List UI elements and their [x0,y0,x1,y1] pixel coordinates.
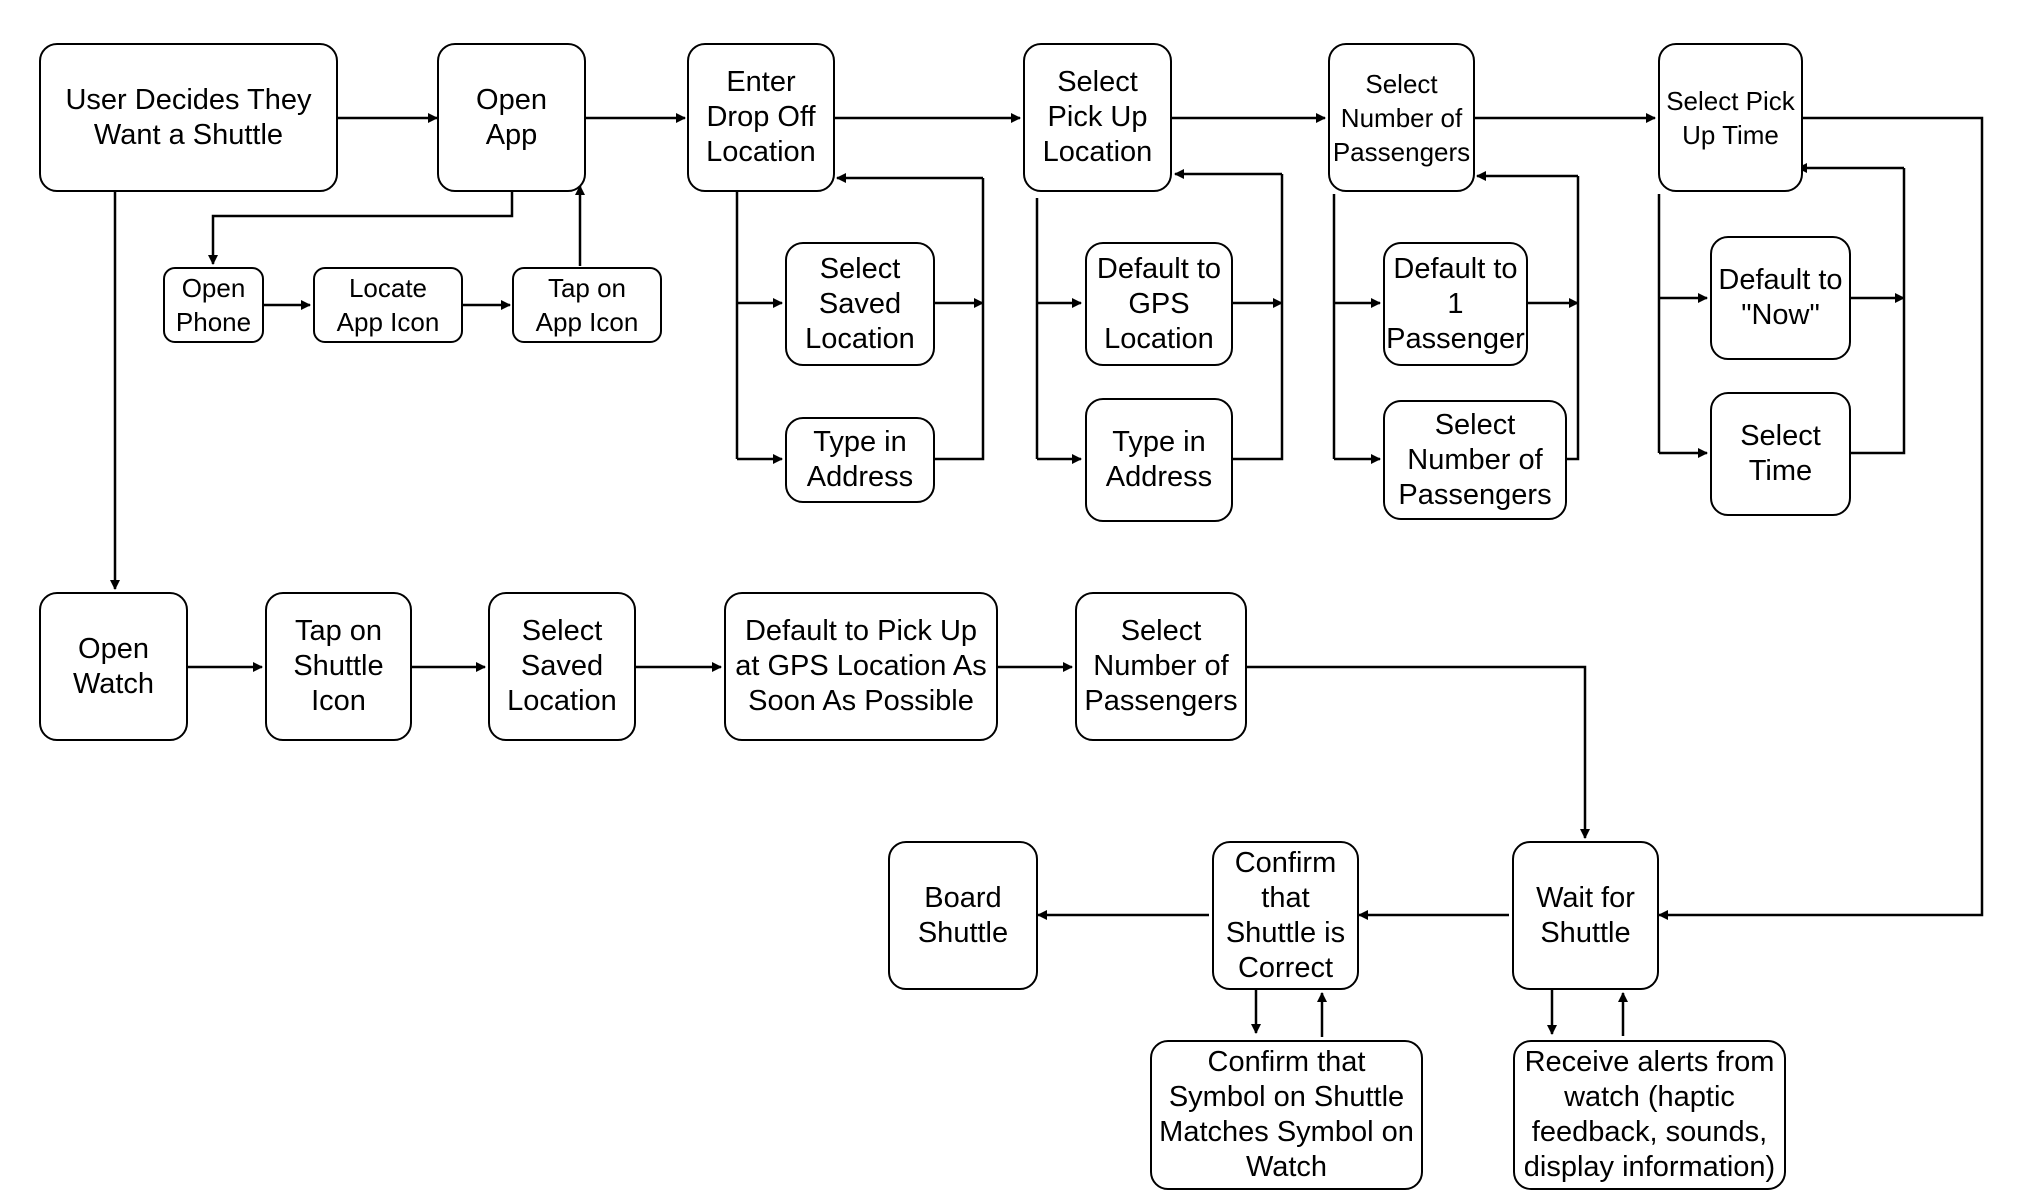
node-default-gps: Default to GPS Location [1085,242,1233,366]
node-confirm-symbol: Confirm that Symbol on Shuttle Matches S… [1150,1040,1423,1190]
node-select-saved-location-1: Select Saved Location [785,242,935,366]
node-receive-alerts: Receive alerts from watch (haptic feedba… [1513,1040,1786,1190]
node-default-now: Default to "Now" [1710,236,1851,360]
node-board-shuttle: Board Shuttle [888,841,1038,990]
line-select-time-back [1851,168,1906,455]
node-confirm-shuttle-correct: Confirm that Shuttle is Correct [1212,841,1359,990]
node-default-1-passenger: Default to 1 Passenger [1383,242,1528,366]
arrow-passengers-to-wait [1247,665,1590,839]
node-select-pick-up-time: Select Pick Up Time [1658,43,1803,192]
node-open-app: Open App [437,43,586,192]
node-open-phone: Open Phone [163,267,264,343]
arrow-openapp-to-phone [208,192,514,265]
node-tap-shuttle-icon: Tap on Shuttle Icon [265,592,412,741]
node-select-num-passengers-1: Select Number of Passengers [1328,43,1475,192]
node-tap-app-icon: Tap on App Icon [512,267,662,343]
node-select-saved-location-2: Select Saved Location [488,592,636,741]
node-enter-drop-off: Enter Drop Off Location [687,43,835,192]
node-type-address-1: Type in Address [785,417,935,503]
arrow-time-to-wait [1658,116,1984,920]
line-type2-back [1233,174,1284,461]
node-user-decides: User Decides They Want a Shuttle [39,43,338,192]
node-wait-for-shuttle: Wait for Shuttle [1512,841,1659,990]
node-type-address-2: Type in Address [1085,398,1233,522]
node-locate-app-icon: Locate App Icon [313,267,463,343]
node-select-num-passengers-2: Select Number of Passengers [1383,400,1567,520]
node-select-pick-up: Select Pick Up Location [1023,43,1172,192]
node-open-watch: Open Watch [39,592,188,741]
line-select-back [1567,176,1580,461]
node-select-time: Select Time [1710,392,1851,516]
node-select-num-passengers-3: Select Number of Passengers [1075,592,1247,741]
node-default-pick-up-gps: Default to Pick Up at GPS Location As So… [724,592,998,741]
line-type1-back [935,178,985,461]
